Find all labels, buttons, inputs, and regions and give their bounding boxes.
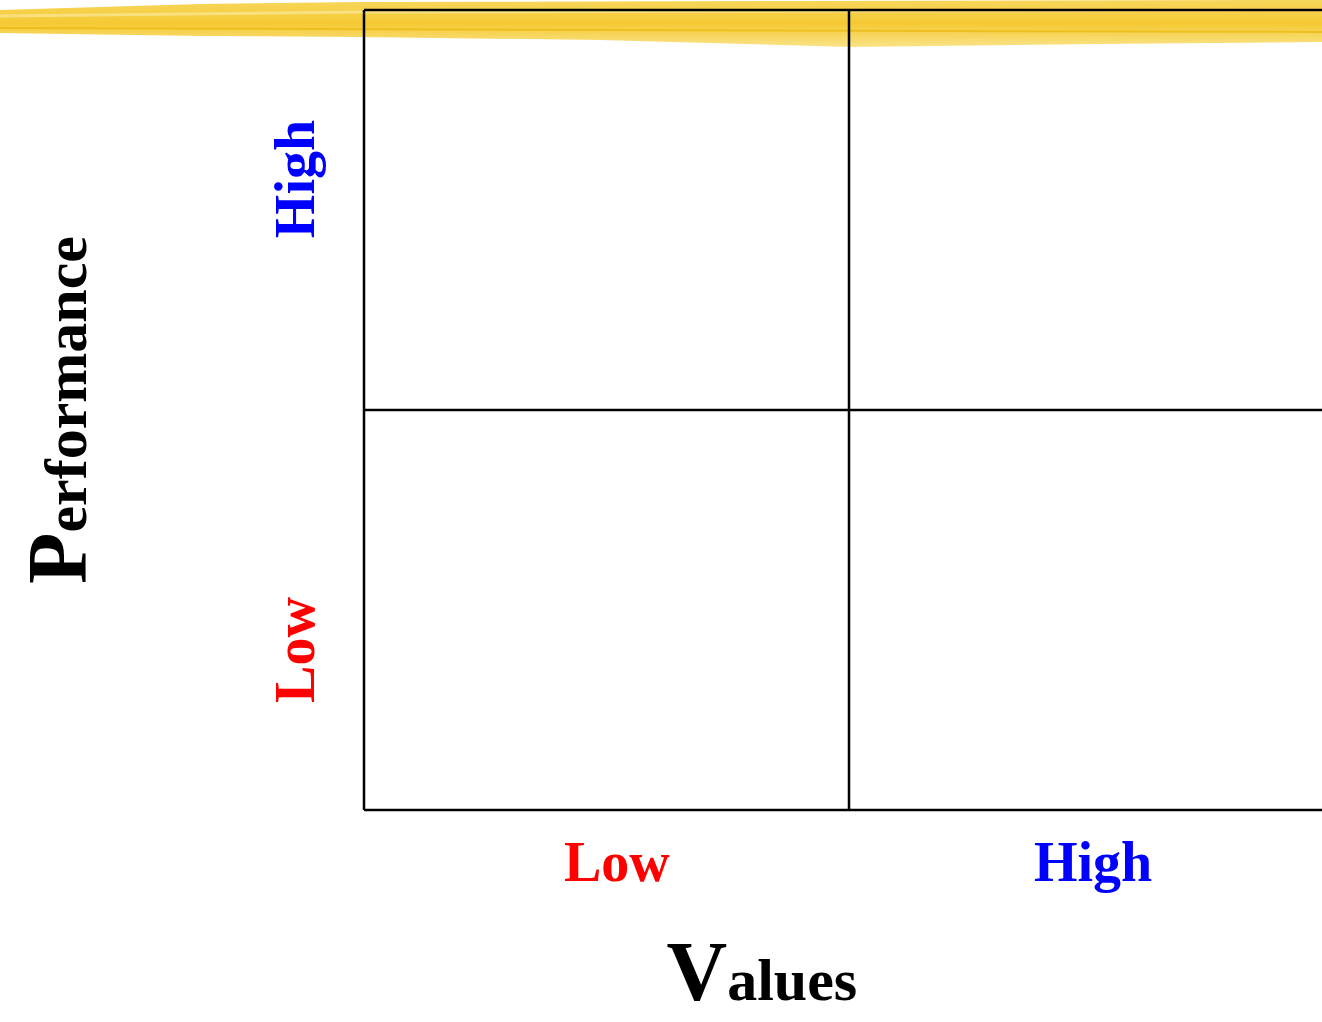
grid-line: [364, 409, 1322, 412]
grid-line: [364, 809, 1322, 812]
axis-tick-label: Low: [267, 597, 323, 703]
axis-title: Values: [667, 930, 858, 1014]
axis-tick-label: High: [1034, 834, 1152, 890]
axis-tick-label: Low: [564, 834, 670, 890]
axis-title: Performance: [16, 236, 100, 584]
grid-line: [364, 9, 1322, 12]
brush-stroke: [0, 0, 1322, 47]
axis-tick-label: High: [267, 120, 323, 238]
brush-streak: [0, 10, 1322, 16]
brush-streak: [0, 28, 1322, 32]
